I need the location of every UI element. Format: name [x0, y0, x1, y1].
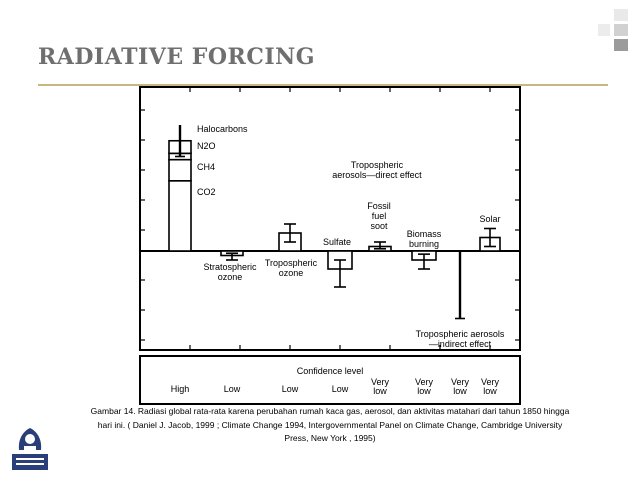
figure-caption: Gambar 14. Radiasi global rata-rata kare…	[90, 406, 570, 443]
label-ch4: CH4	[197, 162, 215, 172]
confidence-level: Very	[415, 377, 434, 387]
confidence-level: Low	[282, 384, 299, 394]
corner-decoration	[614, 39, 628, 51]
label-tropospheric-ozone: Tropospheric	[265, 258, 318, 268]
confidence-title: Confidence level	[297, 366, 364, 376]
label-tropospheric-ozone: ozone	[279, 268, 304, 278]
label-co2: CO2	[197, 187, 216, 197]
confidence-level: Very	[371, 377, 390, 387]
label-n2o: N2O	[197, 141, 216, 151]
label-stratospheric-ozone: Stratospheric	[203, 262, 257, 272]
institution-emblem-icon	[12, 428, 48, 470]
label-fossil-fuel-soot: soot	[370, 221, 388, 231]
label-biomass-burning: burning	[409, 239, 439, 249]
bar-segment	[168, 158, 192, 182]
confidence-level: low	[483, 386, 497, 396]
label-fossil-fuel-soot: Fossil	[367, 201, 391, 211]
confidence-level: low	[417, 386, 431, 396]
label-direct-effect: aerosols—direct effect	[332, 170, 422, 180]
label-direct-effect: Tropospheric	[351, 160, 404, 170]
confidence-frame	[139, 355, 521, 405]
label-indirect-effect: Tropospheric aerosols	[416, 329, 505, 339]
label-stratospheric-ozone: ozone	[218, 272, 243, 282]
label-sulfate: Sulfate	[323, 237, 351, 247]
plot-frame	[139, 86, 521, 351]
label-fossil-fuel-soot: fuel	[372, 211, 387, 221]
label-indirect-effect: —indirect effect	[429, 339, 492, 349]
corner-decoration	[614, 24, 628, 36]
bar-segment	[168, 180, 192, 252]
confidence-level: Very	[481, 377, 500, 387]
confidence-level: Low	[332, 384, 349, 394]
confidence-level: Very	[451, 377, 470, 387]
corner-decoration	[598, 24, 610, 36]
slide-title: RADIATIVE FORCING	[38, 44, 316, 70]
label-halocarbons: Halocarbons	[197, 124, 248, 134]
confidence-level: Low	[224, 384, 241, 394]
confidence-level: low	[373, 386, 387, 396]
label-solar: Solar	[479, 214, 500, 224]
corner-decoration	[614, 9, 628, 21]
title-divider	[38, 84, 608, 86]
label-biomass-burning: Biomass	[407, 229, 442, 239]
confidence-level: low	[453, 386, 467, 396]
confidence-level: High	[171, 384, 190, 394]
